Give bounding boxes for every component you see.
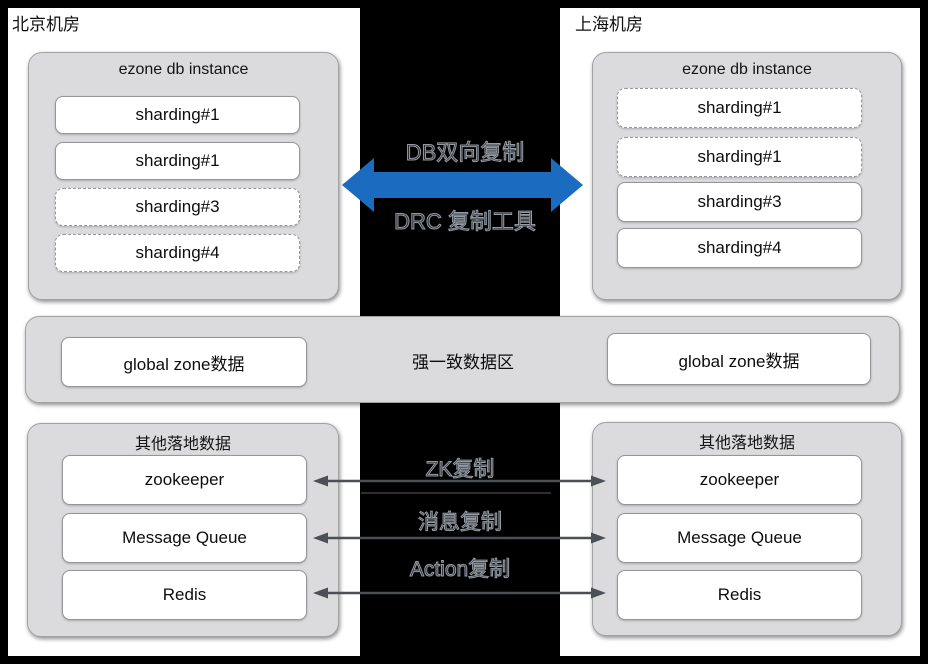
beijing-db-instance-group: ezone db instance sharding#1 sharding#1 … (28, 52, 339, 300)
shanghai-global-zone-box: global zone数据 (607, 333, 871, 385)
beijing-shard-box: sharding#1 (55, 142, 300, 180)
db-bidirectional-arrow-icon (342, 158, 583, 212)
shanghai-db-group-title: ezone db instance (682, 61, 812, 78)
beijing-db-group-title: ezone db instance (118, 61, 249, 78)
beijing-global-zone-box: global zone数据 (61, 337, 307, 387)
beijing-panel-title: 北京机房 (12, 15, 80, 34)
beijing-zookeeper-box: zookeeper (62, 455, 307, 505)
shanghai-shard-box: sharding#3 (617, 182, 862, 222)
beijing-message-queue-box: Message Queue (62, 513, 307, 563)
shanghai-redis-box: Redis (617, 570, 862, 620)
shanghai-shard-box: sharding#1 (617, 88, 862, 128)
beijing-other-data-group: 其他落地数据 zookeeper Message Queue Redis (27, 423, 339, 637)
zk-replication-arrow-icon (313, 475, 606, 487)
message-replication-label: 消息复制 (418, 511, 503, 535)
shanghai-db-instance-group: ezone db instance sharding#1 sharding#1 … (592, 52, 902, 300)
shanghai-other-group-title: 其他落地数据 (698, 435, 795, 452)
action-replication-label: Action复制 (409, 558, 511, 582)
action-replication-arrow-icon (313, 587, 606, 599)
shanghai-shard-box: sharding#4 (617, 228, 862, 268)
replication-arrows (313, 475, 606, 599)
shanghai-message-queue-box: Message Queue (617, 513, 862, 563)
beijing-redis-box: Redis (62, 570, 307, 620)
strong-consistency-label: 强一致数据区 (412, 353, 514, 372)
shanghai-panel-title: 上海机房 (575, 15, 643, 34)
beijing-shard-box: sharding#4 (55, 234, 300, 272)
strong-consistency-band: global zone数据 强一致数据区 global zone数据 (25, 316, 900, 403)
db-replication-label: DB双向复制 (405, 140, 525, 166)
shanghai-zookeeper-box: zookeeper (617, 455, 862, 505)
message-replication-arrow-icon (313, 532, 606, 544)
beijing-shard-box: sharding#3 (55, 188, 300, 226)
beijing-shard-box: sharding#1 (55, 96, 300, 134)
shanghai-other-data-group: 其他落地数据 zookeeper Message Queue Redis (592, 422, 902, 636)
shanghai-shard-box: sharding#1 (617, 137, 862, 177)
beijing-other-group-title: 其他落地数据 (134, 436, 231, 453)
zk-replication-label: ZK复制 (425, 458, 495, 482)
drc-tool-label: DRC 复制工具 (394, 209, 537, 235)
